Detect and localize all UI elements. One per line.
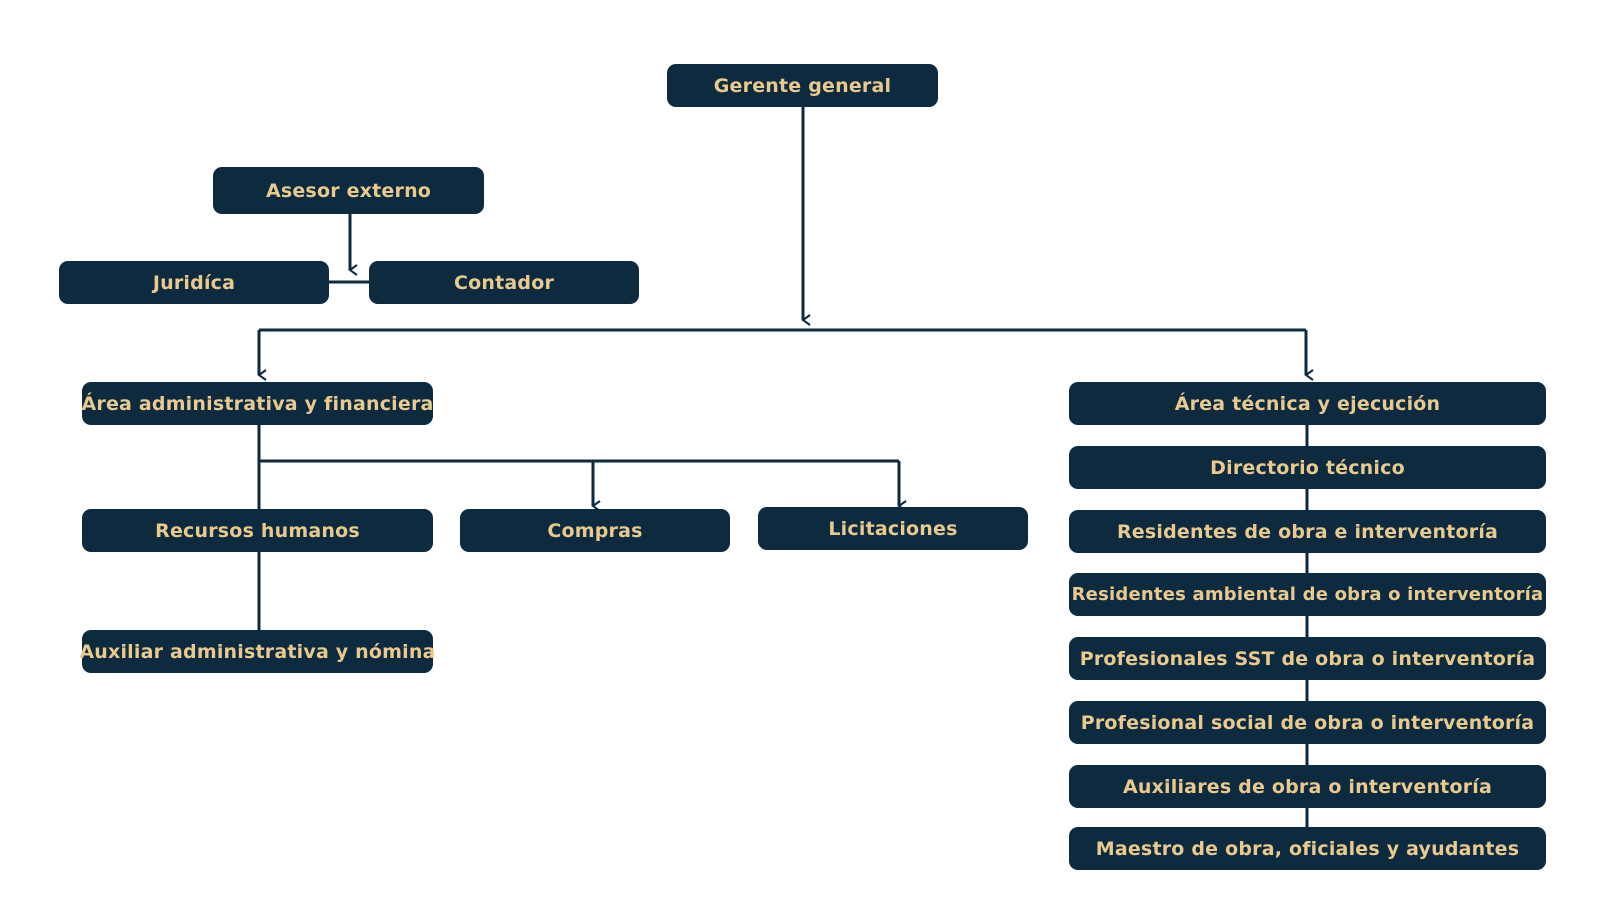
node-juridica: Juridíca	[59, 261, 329, 304]
node-area-administrativa: Área administrativa y financiera	[81, 382, 433, 425]
node-compras: Compras	[460, 509, 730, 552]
node-asesor-externo: Asesor externo	[213, 167, 484, 214]
node-maestro-obra: Maestro de obra, oficiales y ayudantes	[1069, 827, 1546, 870]
node-contador: Contador	[369, 261, 639, 304]
node-profesionales-sst: Profesionales SST de obra o interventorí…	[1069, 637, 1546, 680]
node-residentes-ambiental: Residentes ambiental de obra o intervent…	[1069, 573, 1546, 616]
node-auxiliares-obra: Auxiliares de obra o interventoría	[1069, 765, 1546, 808]
node-auxiliar-administrativa: Auxiliar administrativa y nómina	[79, 630, 435, 673]
node-gerente-general: Gerente general	[667, 64, 938, 107]
node-directorio-tecnico: Directorio técnico	[1069, 446, 1546, 489]
node-area-tecnica: Área técnica y ejecución	[1069, 382, 1546, 425]
node-licitaciones: Licitaciones	[758, 507, 1028, 550]
node-residentes-obra: Residentes de obra e interventoría	[1069, 510, 1546, 553]
node-profesional-social: Profesional social de obra o interventor…	[1069, 701, 1546, 744]
node-recursos-humanos: Recursos humanos	[82, 509, 433, 552]
